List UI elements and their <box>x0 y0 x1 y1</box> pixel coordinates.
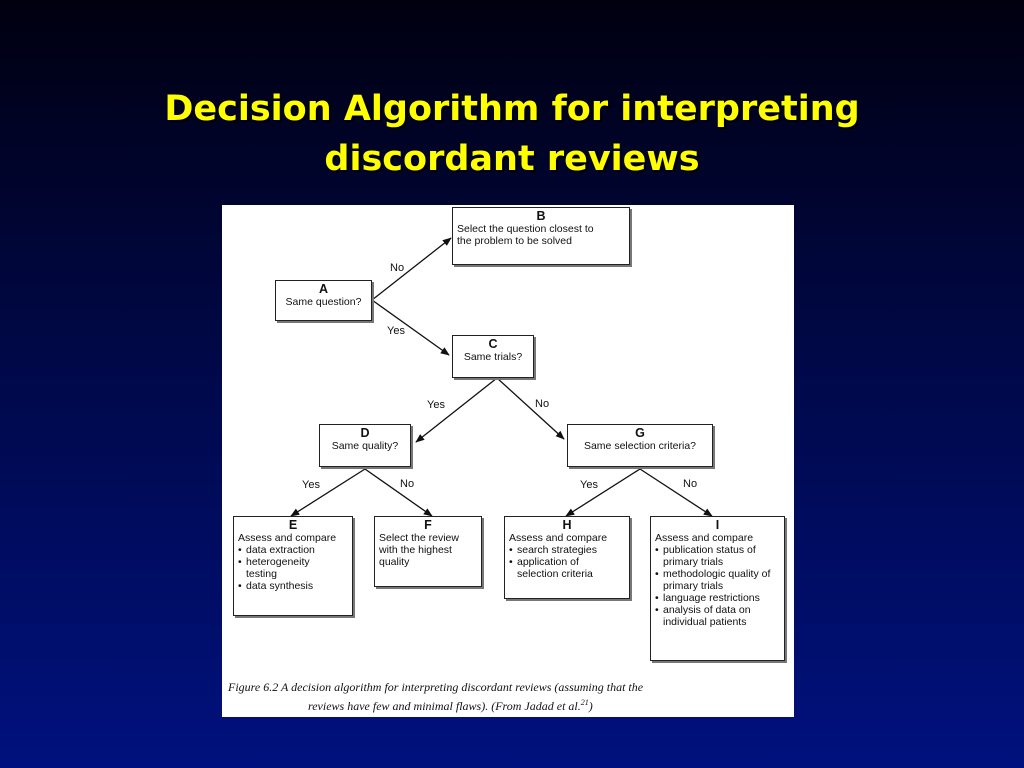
slide-title-line-1: Decision Algorithm for interpreting <box>164 89 860 129</box>
arrow-a-to-b <box>371 237 452 301</box>
node-e-bullet: heterogeneity testing <box>238 556 310 580</box>
node-h-bullet: search strategies <box>509 544 625 556</box>
node-b: B Select the question closest to the pro… <box>452 207 630 265</box>
node-i-bullet: analysis of data on individual patients <box>655 604 769 628</box>
figure-caption-reference-number: 21 <box>580 698 589 707</box>
node-e-letter: E <box>288 518 298 532</box>
node-i-bullet: methodologic quality of primary trials <box>655 568 781 592</box>
node-b-text-line-1: Select the question closest to <box>457 223 594 235</box>
node-g-text: Same selection criteria? <box>583 440 697 452</box>
edge-label-g-i: No <box>683 478 698 490</box>
figure-caption-line-2-wrap: reviews have few and minimal flaws). (Fr… <box>228 695 790 714</box>
node-f-letter: F <box>424 518 432 532</box>
edge-label-d-f: No <box>400 478 415 490</box>
node-i: I Assess and compare publication status … <box>650 516 785 661</box>
node-c-letter: C <box>488 337 498 351</box>
node-g: G Same selection criteria? <box>567 424 713 467</box>
node-i-bullet: language restrictions <box>655 592 780 604</box>
node-e: E Assess and compare data extraction het… <box>233 516 353 616</box>
node-a-letter: A <box>318 282 329 296</box>
edge-label-a-b: No <box>390 262 405 274</box>
node-f-text-line-3: quality <box>379 556 410 568</box>
node-f: F Select the review with the highest qua… <box>374 516 482 587</box>
node-d-text: Same quality? <box>331 440 399 452</box>
figure-caption: Figure 6.2 A decision algorithm for inte… <box>228 680 790 714</box>
slide-title-line-2: discordant reviews <box>324 139 700 179</box>
node-b-letter: B <box>536 209 546 223</box>
node-b-text-line-2: the problem to be solved <box>457 235 572 247</box>
node-e-heading: Assess and compare <box>238 532 337 544</box>
connector-arrows <box>290 237 713 517</box>
arrow-c-to-d <box>415 377 498 443</box>
node-h-bullet-list: search strategies application of selecti… <box>509 544 625 580</box>
arrow-g-to-h <box>565 468 641 517</box>
node-i-heading: Assess and compare <box>655 532 754 544</box>
node-f-text-line-2: with the highest <box>379 544 452 556</box>
figure-caption-line-2: reviews have few and minimal flaws). (Fr… <box>308 699 581 713</box>
node-h-bullet: application of selection criteria <box>509 556 613 580</box>
arrow-c-to-g <box>496 377 565 440</box>
arrow-a-to-c <box>371 299 450 356</box>
node-d: D Same quality? <box>319 424 411 467</box>
node-c-text: Same trials? <box>463 351 523 363</box>
node-e-bullet-list: data extraction heterogeneity testing da… <box>238 544 348 592</box>
figure-caption-line-2-end: ) <box>588 699 593 713</box>
node-h-letter: H <box>562 518 572 532</box>
node-d-letter: D <box>360 426 370 440</box>
figure-caption-line-1: Figure 6.2 A decision algorithm for inte… <box>228 680 644 694</box>
node-a-text: Same question? <box>285 296 362 308</box>
node-f-text-line-1: Select the review <box>379 532 459 544</box>
node-g-letter: G <box>635 426 645 440</box>
node-c: C Same trials? <box>452 335 534 378</box>
edge-label-c-g: No <box>535 398 550 410</box>
node-h: H Assess and compare search strategies a… <box>504 516 630 599</box>
node-h-heading: Assess and compare <box>509 532 608 544</box>
node-i-letter: I <box>715 518 720 532</box>
edge-label-g-h: Yes <box>580 479 598 491</box>
node-i-bullet: publication status of primary trials <box>655 544 775 568</box>
edge-label-c-d: Yes <box>427 399 445 411</box>
arrow-d-to-f <box>364 468 433 517</box>
node-e-bullet: data extraction <box>238 544 348 556</box>
decision-algorithm-figure: No Yes Yes No Yes No Yes No A Same quest… <box>222 205 794 717</box>
slide-title: Decision Algorithm for interpreting disc… <box>0 84 1024 184</box>
edge-label-d-e: Yes <box>302 479 320 491</box>
node-a: A Same question? <box>275 280 372 321</box>
arrow-g-to-i <box>639 468 713 517</box>
arrow-d-to-e <box>290 468 366 517</box>
node-e-bullet: data synthesis <box>238 580 348 592</box>
node-i-bullet-list: publication status of primary trials met… <box>655 544 780 628</box>
edge-label-a-c: Yes <box>387 325 405 337</box>
